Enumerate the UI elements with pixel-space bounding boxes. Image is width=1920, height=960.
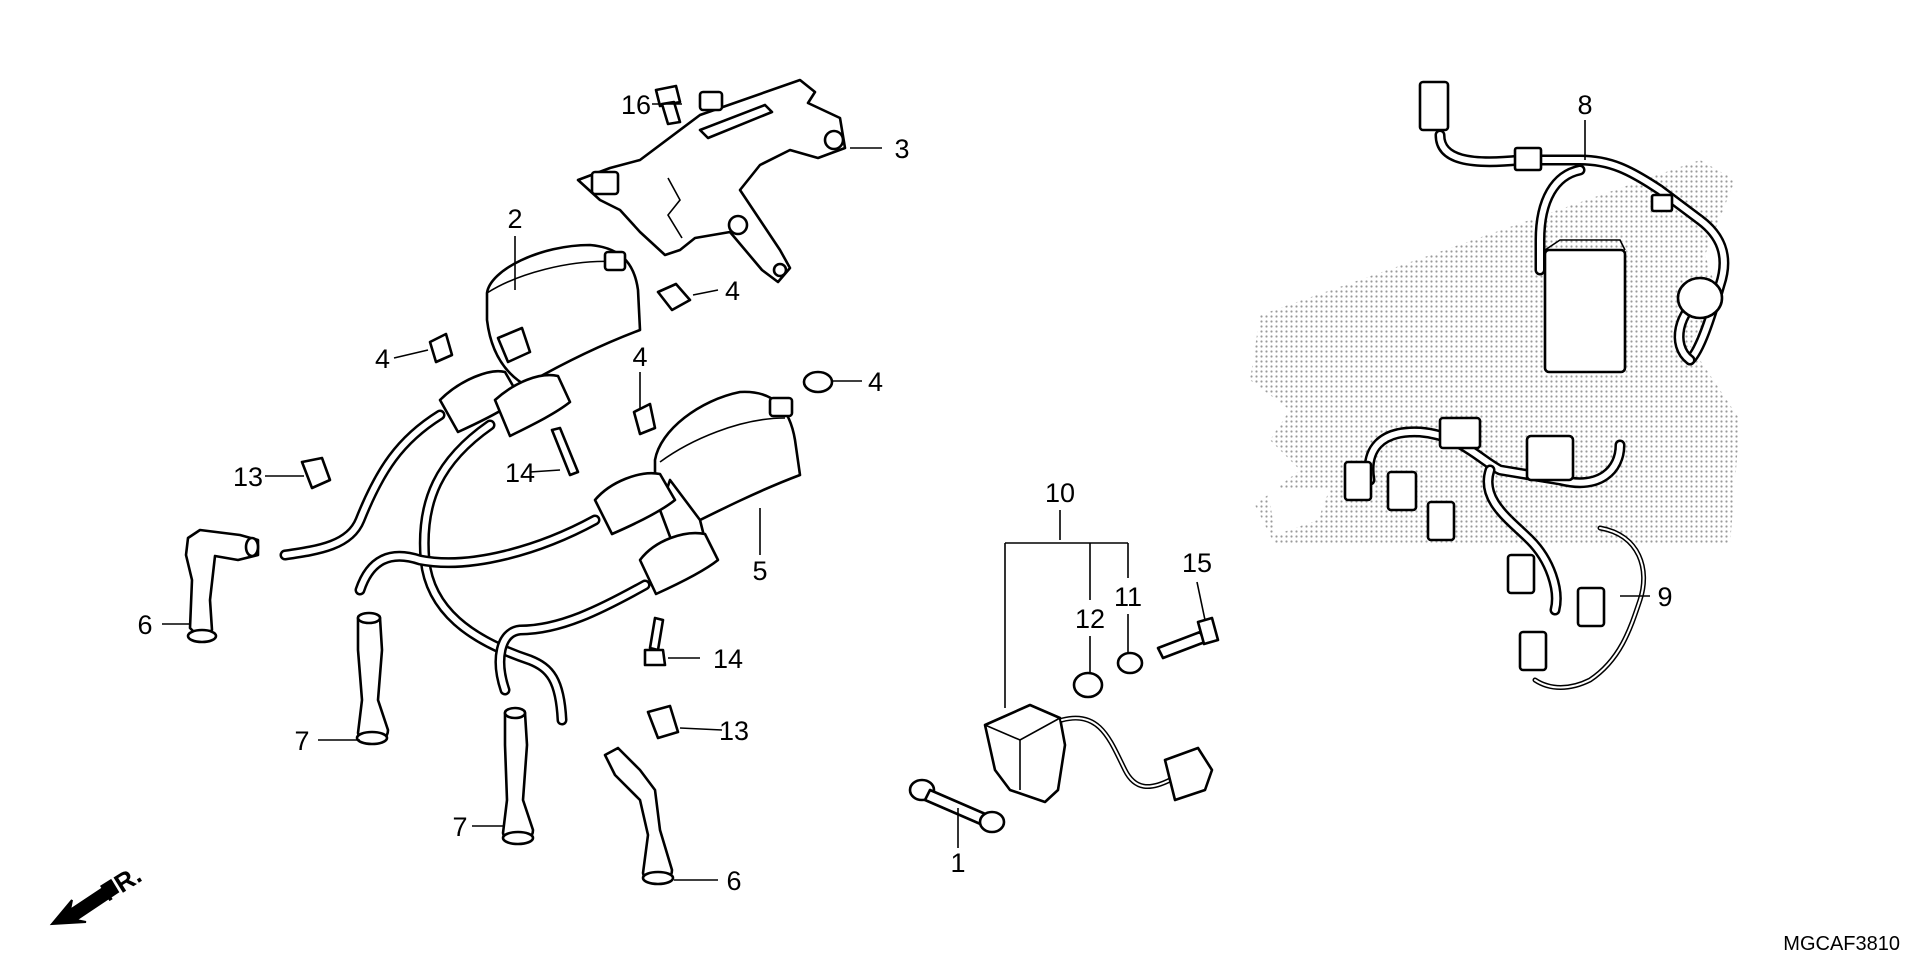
diagram-code: MGCAF3810 bbox=[1783, 933, 1900, 955]
callout-6a: 6 bbox=[137, 610, 152, 640]
callout-1: 1 bbox=[950, 848, 965, 878]
clip-4-b bbox=[428, 332, 454, 364]
wire-harness-9 bbox=[1343, 416, 1647, 690]
callout-3: 3 bbox=[894, 134, 909, 164]
collar-11 bbox=[1116, 651, 1144, 675]
callout-2: 2 bbox=[507, 204, 522, 234]
clip-4-c bbox=[632, 402, 657, 436]
plug-cap-7-left bbox=[355, 611, 390, 746]
bolt-16 bbox=[654, 84, 682, 126]
wire-harness-8 bbox=[1418, 80, 1730, 374]
callout-14a: 14 bbox=[505, 458, 535, 488]
sensor-unit-10 bbox=[983, 703, 1214, 804]
bolt-1 bbox=[908, 778, 1006, 834]
callout-16: 16 bbox=[621, 90, 651, 120]
clip-13-b bbox=[646, 704, 680, 740]
callout-9: 9 bbox=[1657, 582, 1672, 612]
front-arrow-icon: FR. bbox=[49, 859, 147, 926]
ignition-coil-2 bbox=[438, 243, 642, 438]
bolt-15 bbox=[1156, 616, 1220, 660]
high-tension-leads bbox=[279, 409, 651, 726]
frame-silhouette bbox=[1250, 160, 1740, 545]
callout-13a: 13 bbox=[233, 462, 263, 492]
callout-5: 5 bbox=[752, 556, 767, 586]
leader-lines bbox=[162, 103, 1650, 881]
clip-4-a bbox=[656, 282, 692, 312]
callout-14b: 14 bbox=[713, 644, 743, 674]
plug-cap-7-center bbox=[501, 706, 535, 846]
plug-cap-6-left bbox=[184, 528, 260, 644]
callout-13b: 13 bbox=[719, 716, 749, 746]
coil-bracket bbox=[576, 78, 847, 284]
ignition-coil-5 bbox=[593, 390, 802, 596]
callout-8: 8 bbox=[1577, 90, 1592, 120]
clip-4-d bbox=[802, 370, 834, 394]
grommet-12 bbox=[1072, 671, 1104, 699]
plug-cap-6-center bbox=[603, 746, 675, 886]
callout-6b: 6 bbox=[726, 866, 741, 896]
callout-15: 15 bbox=[1182, 548, 1212, 578]
callout-7a: 7 bbox=[294, 726, 309, 756]
callout-12: 12 bbox=[1075, 604, 1105, 634]
callout-4d: 4 bbox=[868, 367, 883, 397]
callout-11: 11 bbox=[1114, 582, 1142, 612]
callout-10: 10 bbox=[1045, 478, 1075, 508]
bolt-14-a bbox=[550, 426, 580, 477]
callout-4c: 4 bbox=[632, 342, 647, 372]
clip-13-a bbox=[300, 456, 332, 490]
callout-labels: 1 2 3 4 4 4 4 5 6 6 7 7 8 9 10 11 12 13 … bbox=[137, 90, 1672, 896]
callout-4a: 4 bbox=[725, 276, 740, 306]
callout-7b: 7 bbox=[452, 812, 467, 842]
bolt-14-b bbox=[643, 616, 667, 667]
callout-4b: 4 bbox=[375, 344, 390, 374]
